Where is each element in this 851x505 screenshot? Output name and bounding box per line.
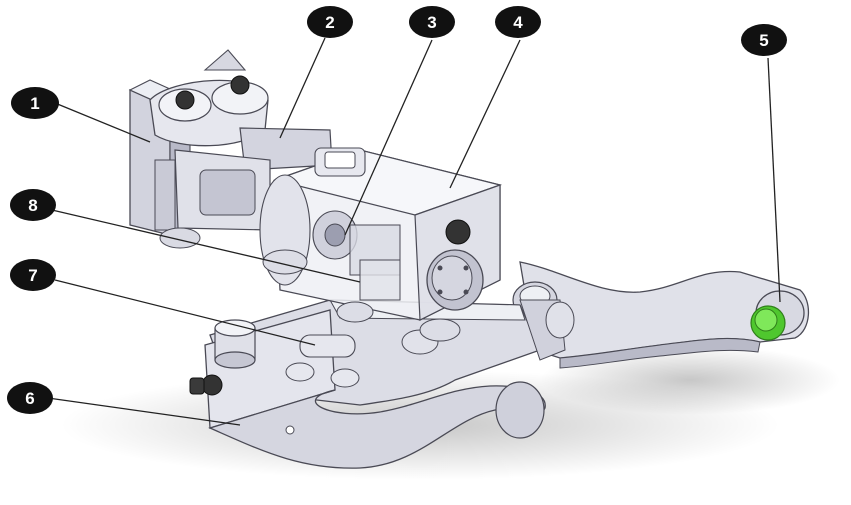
round-cover	[426, 249, 484, 311]
upper-hinge	[149, 49, 333, 249]
callout-badge-1: 1	[11, 87, 59, 119]
callout-badge-2: 2	[307, 6, 353, 38]
leader-lines	[47, 37, 781, 426]
callout-6-label: 6	[25, 389, 34, 408]
callout-badge-4: 4	[495, 6, 541, 38]
lower-pivot	[262, 249, 575, 361]
callout-8-label: 8	[28, 196, 37, 215]
callout-badge-6: 6	[7, 382, 53, 414]
callout-7-label: 7	[28, 266, 37, 285]
callout-badge-5: 5	[741, 24, 787, 56]
leader-6	[47, 397, 241, 426]
callout-3-label: 3	[427, 13, 436, 32]
callout-5-label: 5	[759, 31, 768, 50]
leader-3	[344, 39, 433, 236]
callout-badge-8: 8	[10, 189, 56, 221]
leader-2	[279, 37, 326, 139]
green-end-cap	[750, 305, 786, 341]
front-cylinder	[214, 319, 439, 388]
inner-motor	[312, 210, 401, 301]
leader-5	[767, 57, 781, 303]
callout-4-label: 4	[513, 13, 523, 32]
callout-badge-7: 7	[10, 259, 56, 291]
callout-1-label: 1	[30, 94, 39, 113]
leader-1	[54, 102, 151, 143]
leader-8	[51, 209, 361, 283]
callout-2-label: 2	[325, 13, 334, 32]
callout-badge-3: 3	[409, 6, 455, 38]
leader-7	[54, 279, 316, 346]
leader-4	[449, 39, 521, 189]
